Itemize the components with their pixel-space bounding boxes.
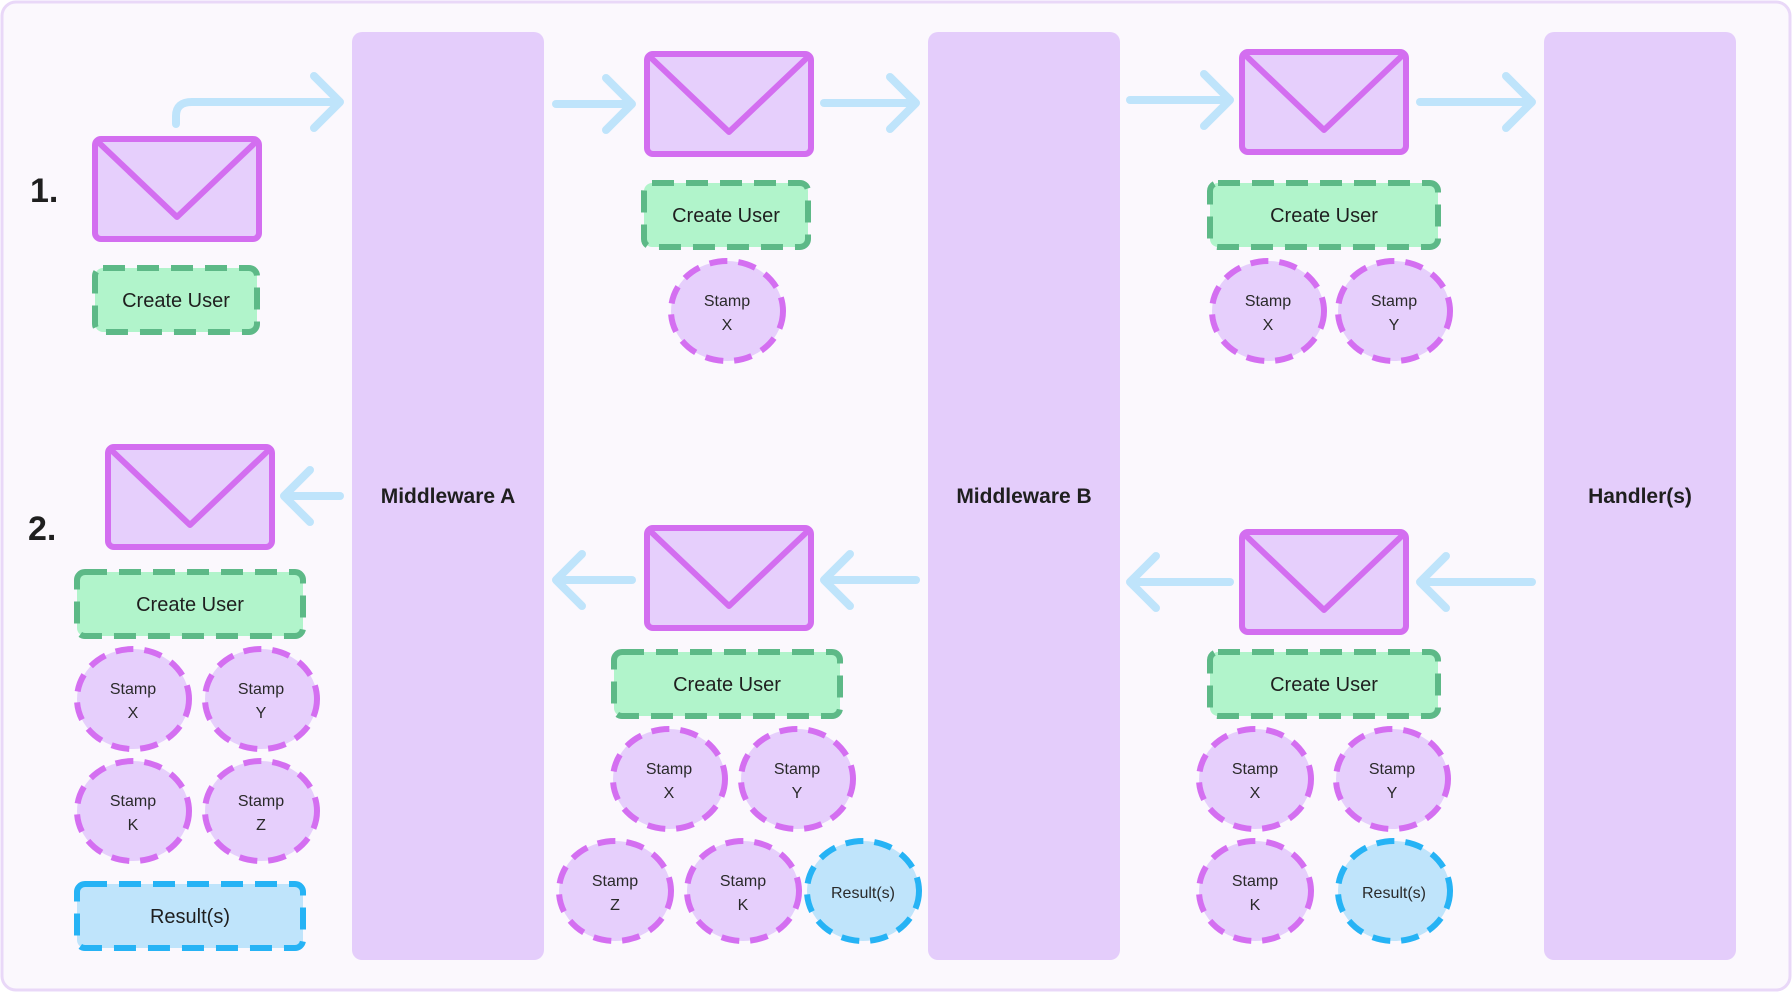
arrow-left-icon	[820, 550, 920, 610]
arrow-right-icon	[552, 74, 636, 134]
stamp-letter: K	[1250, 897, 1261, 914]
stamp-word: Stamp	[1232, 873, 1278, 890]
arrow-right-icon	[1126, 70, 1234, 130]
stamp-x	[74, 646, 192, 752]
handlers-label: Handler(s)	[1588, 485, 1692, 508]
middleware-b-column	[928, 32, 1120, 960]
stamp-word: Stamp	[1232, 761, 1278, 778]
stamp-letter: X	[664, 785, 675, 802]
stamp-word: Stamp	[238, 793, 284, 810]
stamp-z	[556, 838, 674, 944]
stamp-letter: X	[1263, 317, 1274, 334]
create-user-label: Create User	[136, 594, 244, 616]
middleware-a-column	[352, 32, 544, 960]
stamp-letter: Z	[610, 897, 620, 914]
result-label: Result(s)	[150, 906, 230, 928]
stamp-y	[738, 726, 856, 832]
stamp-letter: Y	[792, 785, 803, 802]
stamp-word: Stamp	[110, 681, 156, 698]
stamp-word: Stamp	[720, 873, 766, 890]
stamp-word: Stamp	[1369, 761, 1415, 778]
create-user-label: Create User	[673, 674, 781, 696]
stamp-y	[1335, 258, 1453, 364]
stamp-letter: K	[128, 817, 139, 834]
envelope-icon	[647, 528, 811, 628]
create-user-message	[74, 569, 306, 639]
create-user-label: Create User	[1270, 205, 1378, 227]
middleware-a-label: Middleware A	[381, 485, 516, 508]
stamp-k	[74, 758, 192, 864]
stamp-x	[1209, 258, 1327, 364]
create-user-message	[641, 180, 811, 250]
stamp-k	[1196, 838, 1314, 944]
envelope-icon	[647, 54, 811, 154]
stamp-letter: Y	[1389, 317, 1400, 334]
handlers-column	[1544, 32, 1736, 960]
result-message	[74, 881, 306, 951]
arrow-right-icon	[820, 73, 920, 133]
stamp-x	[668, 258, 786, 364]
stamp-letter: Y	[1387, 785, 1398, 802]
stamp-z	[202, 758, 320, 864]
middleware-b-label: Middleware B	[956, 485, 1091, 508]
stamp-word: Stamp	[592, 873, 638, 890]
stamp-word: Stamp	[646, 761, 692, 778]
create-user-message	[92, 265, 260, 335]
envelope-icon	[108, 447, 272, 547]
stamp-word: Stamp	[1371, 293, 1417, 310]
stamp-letter: Y	[256, 705, 267, 722]
envelope-icon	[1242, 532, 1406, 632]
stamp-letter: X	[128, 705, 139, 722]
result-stamp-label: Result(s)	[831, 885, 895, 902]
stamp-word: Stamp	[1245, 293, 1291, 310]
envelope-icon	[95, 139, 259, 239]
create-user-message	[1207, 649, 1441, 719]
stamp-word: Stamp	[110, 793, 156, 810]
create-user-label: Create User	[672, 205, 780, 227]
create-user-message	[611, 649, 843, 719]
step-1-label: 1.	[30, 172, 58, 210]
arrow-right-icon	[1416, 72, 1536, 132]
result-stamp	[1335, 838, 1453, 944]
stamp-x	[1196, 726, 1314, 832]
arrow-left-icon	[1416, 552, 1536, 612]
arrow-right-icon	[172, 72, 344, 132]
envelope-icon	[1242, 52, 1406, 152]
stamp-word: Stamp	[238, 681, 284, 698]
stamp-letter: X	[1250, 785, 1261, 802]
result-stamp	[804, 838, 922, 944]
stamp-letter: X	[722, 317, 733, 334]
arrow-left-icon	[552, 550, 636, 610]
stamp-y	[202, 646, 320, 752]
stamp-y	[1333, 726, 1451, 832]
stamp-letter: Z	[256, 817, 266, 834]
arrow-left-icon	[280, 466, 344, 526]
stamp-k	[684, 838, 802, 944]
create-user-label: Create User	[122, 290, 230, 312]
stamp-letter: K	[738, 897, 749, 914]
result-stamp-label: Result(s)	[1362, 885, 1426, 902]
arrow-left-icon	[1126, 552, 1234, 612]
stamp-x	[610, 726, 728, 832]
step-2-label: 2.	[28, 510, 56, 548]
stamp-word: Stamp	[774, 761, 820, 778]
create-user-label: Create User	[1270, 674, 1378, 696]
stamp-word: Stamp	[704, 293, 750, 310]
create-user-message	[1207, 180, 1441, 250]
